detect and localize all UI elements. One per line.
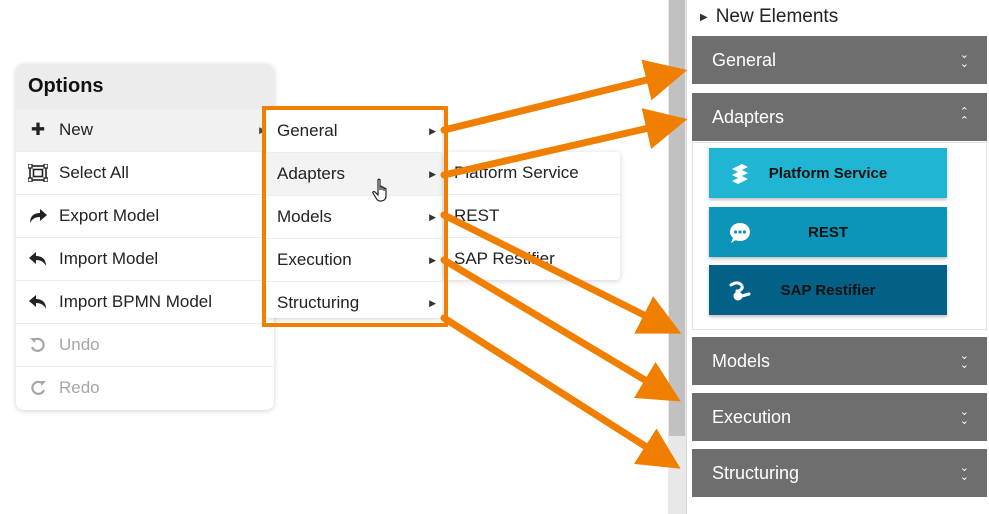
menu-item-label: Export Model: [59, 206, 160, 225]
export-icon: [28, 208, 48, 224]
group-label: Models: [712, 350, 771, 371]
menu-item-label: Select All: [59, 163, 129, 182]
scrollbar-thumb[interactable]: [669, 0, 685, 436]
group-label: Structuring: [712, 462, 800, 483]
submenu-item-models[interactable]: Models ▶: [266, 196, 442, 239]
submenu-item-label: Execution: [277, 250, 352, 269]
menu-item-label: Import BPMN Model: [59, 292, 213, 311]
submenu-item-structuring[interactable]: Structuring ▶: [266, 282, 442, 324]
submenu-item-label: Structuring: [277, 293, 360, 312]
tile-rest[interactable]: REST: [709, 207, 947, 257]
menu-item-label: Undo: [59, 335, 100, 354]
chevron-right-icon: ▶: [429, 211, 436, 222]
submenu-adapters: Platform Service REST SAP Restifier: [444, 152, 620, 280]
menu-item-redo[interactable]: Redo: [16, 367, 274, 409]
submenu-item-label: General: [277, 121, 338, 140]
arrow-general: [440, 59, 688, 134]
double-chevron-down-icon: ⌄⌄: [959, 49, 969, 70]
chevron-right-icon: ▶: [429, 168, 436, 179]
import-bpmn-icon: [28, 294, 48, 310]
submenu-item-rest[interactable]: REST: [444, 195, 620, 238]
tile-label: SAP Restifier: [780, 281, 876, 299]
menu-item-new[interactable]: ✚ New ▶: [16, 109, 274, 152]
platform-service-icon: [732, 164, 748, 184]
hand-cursor-icon: [372, 178, 387, 202]
submenu-new: General ▶ Adapters ▶ Models ▶ Execution …: [266, 110, 442, 318]
submenu-item-label: SAP Restifier: [454, 249, 555, 268]
menu-item-import-model[interactable]: Import Model: [16, 238, 274, 281]
menu-item-export-model[interactable]: Export Model: [16, 195, 274, 238]
group-label: Adapters: [712, 106, 785, 127]
palette-title-label: New Elements: [715, 6, 839, 27]
group-execution[interactable]: Execution ⌄⌄: [692, 393, 987, 441]
double-chevron-down-icon: ⌄⌄: [959, 350, 969, 371]
submenu-item-label: Adapters: [277, 164, 346, 183]
triangle-right-icon: ▶: [700, 11, 708, 23]
group-label: Execution: [712, 406, 792, 427]
undo-icon: [28, 336, 48, 354]
select-all-icon: [28, 164, 48, 182]
submenu-item-adapters[interactable]: Adapters ▶: [266, 153, 442, 196]
submenu-item-label: Models: [277, 207, 332, 226]
menu-item-label: Import Model: [59, 249, 159, 268]
options-menu: Options ✚ New ▶ Select All Export Model …: [16, 64, 274, 410]
menu-item-label: Redo: [59, 378, 100, 397]
tile-label: REST: [807, 223, 848, 241]
menu-item-label: New: [59, 120, 94, 139]
options-title: Options: [16, 64, 274, 109]
chevron-right-icon: ▶: [259, 124, 266, 135]
chevron-right-icon: ▶: [429, 297, 436, 308]
submenu-item-label: REST: [454, 206, 500, 225]
group-structuring[interactable]: Structuring ⌄⌄: [692, 449, 987, 497]
group-general[interactable]: General ⌄⌄: [692, 36, 987, 84]
sap-restifier-icon: [729, 281, 751, 301]
submenu-item-label: Platform Service: [454, 163, 579, 182]
double-chevron-down-icon: ⌄⌄: [959, 406, 969, 427]
redo-icon: [28, 379, 48, 397]
palette-title[interactable]: ▶ New Elements: [700, 6, 838, 28]
chevron-right-icon: ▶: [429, 125, 436, 136]
submenu-item-execution[interactable]: Execution ▶: [266, 239, 442, 282]
chat-bubble-icon: [730, 223, 750, 243]
group-label: General: [712, 49, 777, 70]
arrow-execution: [440, 256, 681, 402]
chevron-right-icon: ▶: [429, 254, 436, 265]
group-models[interactable]: Models ⌄⌄: [692, 337, 987, 385]
group-adapters[interactable]: Adapters ⌃⌃: [692, 93, 987, 141]
menu-item-select-all[interactable]: Select All: [16, 152, 274, 195]
import-icon: [28, 251, 48, 267]
menu-item-import-bpmn-model[interactable]: Import BPMN Model: [16, 281, 274, 324]
tile-sap-restifier[interactable]: SAP Restifier: [709, 265, 947, 315]
submenu-item-sap-restifier[interactable]: SAP Restifier: [444, 238, 620, 280]
arrow-structuring: [440, 314, 681, 469]
plus-icon: ✚: [30, 120, 46, 139]
double-chevron-down-icon: ⌄⌄: [959, 462, 969, 483]
tile-label: Platform Service: [768, 164, 888, 182]
submenu-item-platform-service[interactable]: Platform Service: [444, 152, 620, 195]
tile-platform-service[interactable]: Platform Service: [709, 148, 947, 198]
double-chevron-up-icon: ⌃⌃: [959, 106, 969, 127]
menu-item-undo[interactable]: Undo: [16, 324, 274, 367]
submenu-item-general[interactable]: General ▶: [266, 110, 442, 153]
